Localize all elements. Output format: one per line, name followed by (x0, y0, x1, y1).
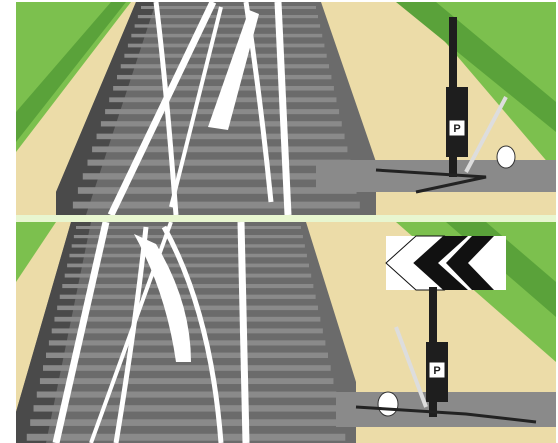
sleeper (60, 295, 316, 299)
sleeper (54, 317, 320, 322)
sleeper (135, 24, 320, 27)
sleeper (69, 254, 307, 258)
sleeper (117, 75, 331, 79)
sleeper (128, 44, 325, 48)
sleeper (92, 146, 347, 152)
scene-straight: P (16, 2, 556, 215)
sleeper (40, 378, 334, 384)
sleeper (34, 405, 340, 411)
sleeper (27, 434, 346, 441)
panel-diverging-route: P (16, 222, 556, 443)
scene-diverging: P (16, 222, 556, 443)
signal-sign-bottom: P (433, 365, 440, 377)
sleeper (72, 244, 305, 247)
sleeper (67, 264, 309, 268)
sleeper (74, 235, 303, 238)
sleeper (121, 64, 329, 68)
sleeper (141, 6, 316, 9)
sleeper (76, 226, 301, 229)
sleeper (30, 419, 342, 426)
lever-weight (378, 392, 398, 416)
sleeper (57, 306, 318, 311)
sleeper (124, 54, 326, 58)
sleeper (43, 365, 331, 371)
sleeper (97, 134, 345, 140)
panel-divider (16, 215, 556, 222)
signal-sign-top: P (453, 123, 460, 135)
sleeper (83, 173, 354, 179)
sleeper (138, 15, 318, 18)
panel-straight-route: P (16, 2, 556, 215)
route-indicator-double-chevron (386, 236, 506, 290)
sleeper (37, 391, 337, 397)
lever-weight (497, 146, 515, 168)
sleeper (87, 160, 350, 166)
rail-right-outer (241, 222, 246, 443)
